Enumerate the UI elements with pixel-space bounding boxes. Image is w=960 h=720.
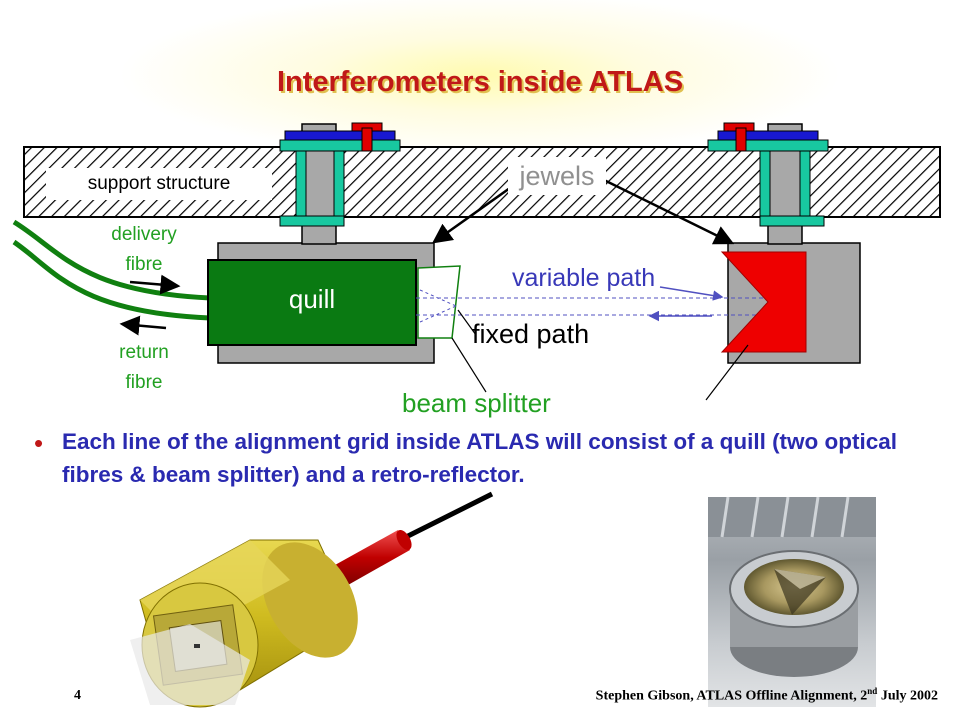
slide-title: Interferometers inside ATLAS [276, 66, 684, 98]
variable-path-label: variable path [512, 264, 656, 292]
retro-reflector [720, 251, 807, 353]
bullet-text: Each line of the alignment grid inside A… [62, 429, 898, 487]
jewel-photo [708, 497, 876, 707]
footer-credit: Stephen Gibson, ATLAS Offline Alignment,… [595, 686, 938, 704]
beam-splitter-label: beam splitter [402, 388, 551, 418]
bullet-marker: • [34, 428, 44, 458]
jewels-label: jewels [508, 157, 606, 195]
page-number: 4 [74, 688, 81, 703]
quill-label: quill [288, 284, 336, 314]
return-fibre-label: return fibre [119, 342, 169, 393]
title-glow [120, 0, 840, 150]
fixed-path-label: fixed path [472, 319, 590, 349]
delivery-fibre-label: delivery fibre [111, 224, 177, 275]
quill-render [130, 491, 494, 708]
quill-body [207, 259, 417, 346]
beam-splitter [417, 265, 461, 339]
return-fibre [12, 239, 211, 321]
support-structure-label: support structure [46, 168, 272, 200]
